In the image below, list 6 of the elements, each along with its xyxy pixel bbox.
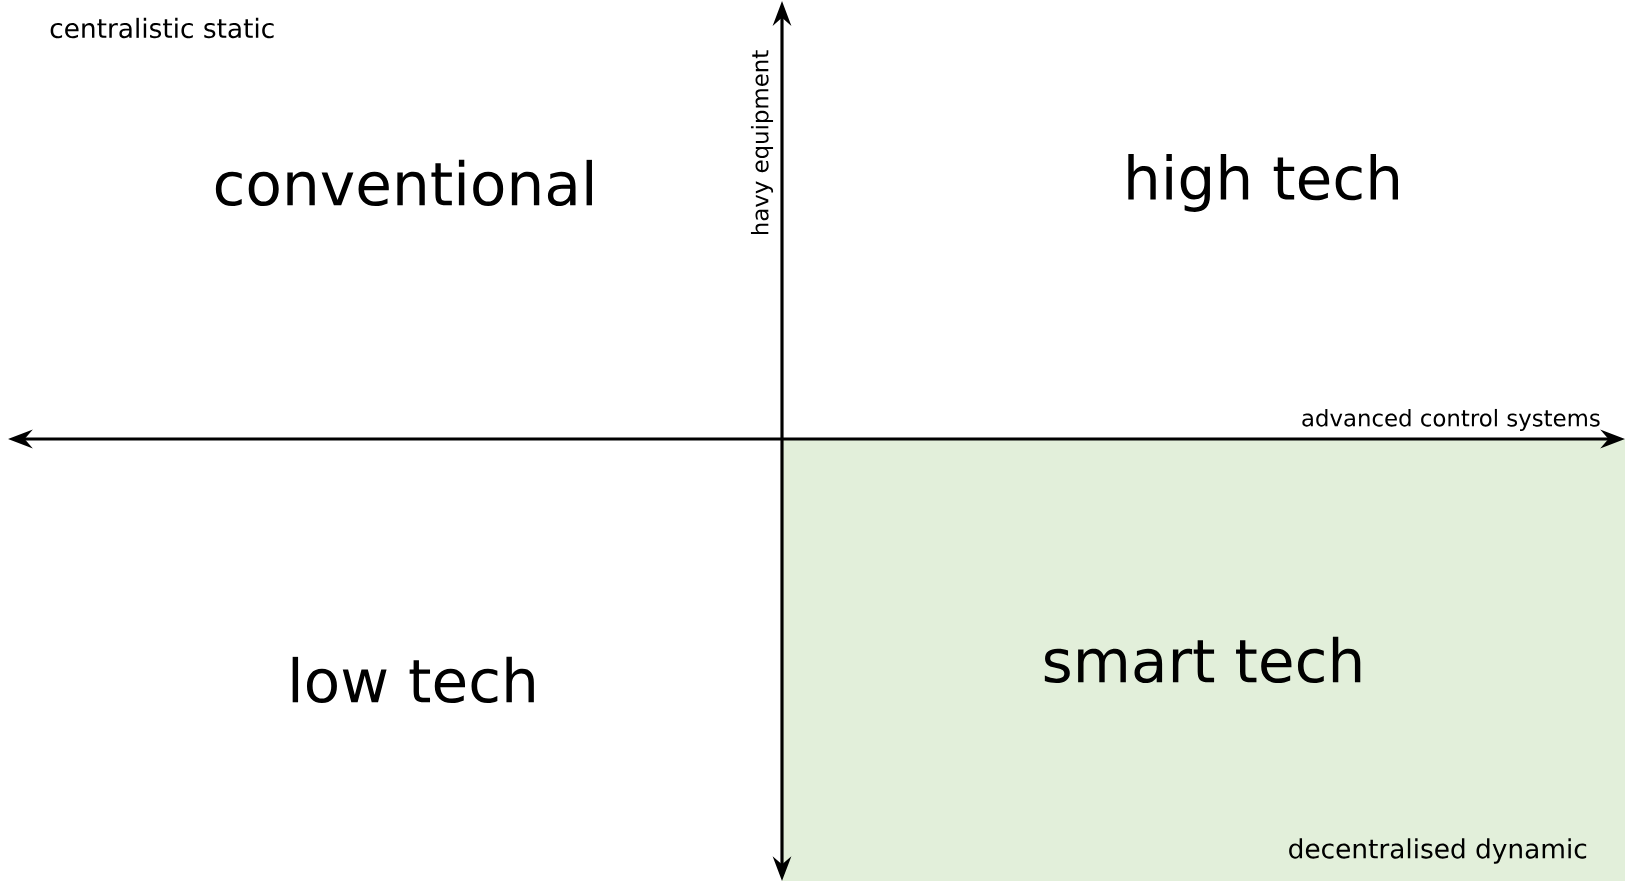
quadrant-label: conventional xyxy=(215,159,592,207)
quadrant-label: low tech xyxy=(292,656,534,704)
axis-label: decentralised dynamic xyxy=(1289,838,1587,864)
axis-label: havy equipment xyxy=(750,50,774,235)
axis-label: centralistic static xyxy=(50,17,274,39)
quadrant-label: high tech xyxy=(1128,154,1398,212)
